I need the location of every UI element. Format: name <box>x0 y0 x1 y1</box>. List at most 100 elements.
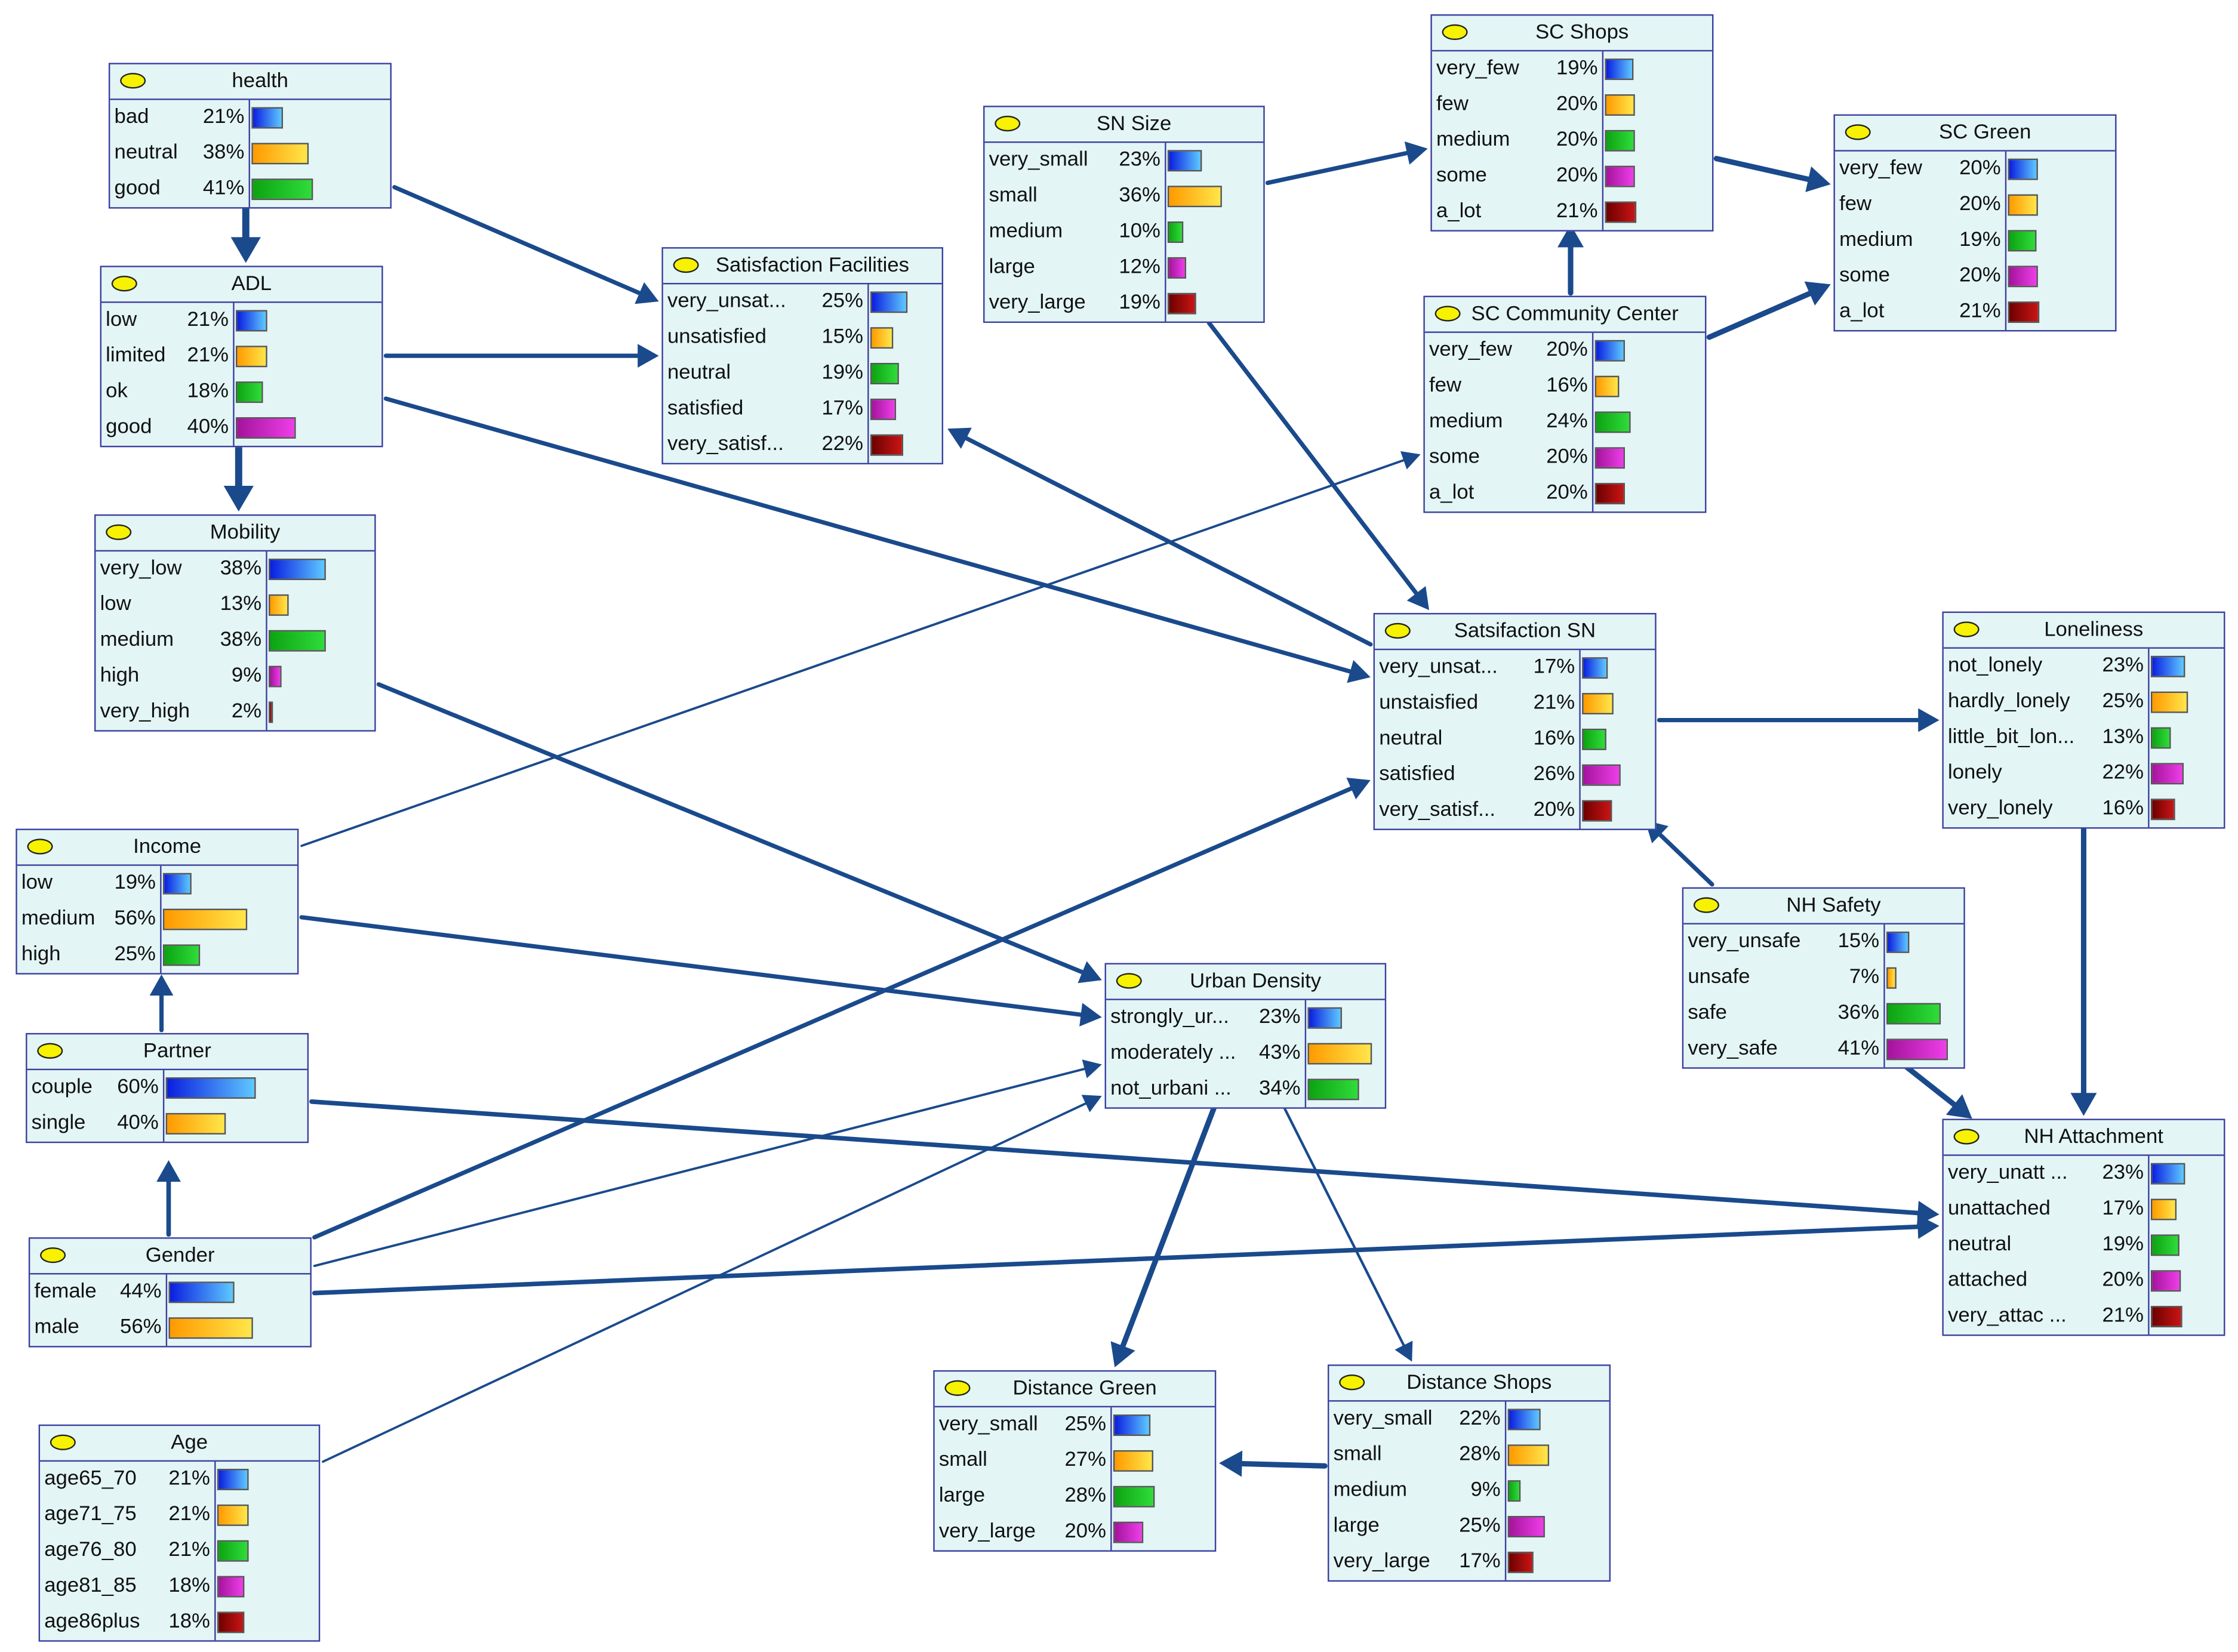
node-header[interactable]: Mobility <box>96 516 375 552</box>
state-row[interactable]: moderately ...43% <box>1106 1036 1385 1072</box>
node-header[interactable]: NH Safety <box>1683 889 1964 924</box>
state-row[interactable]: very_unatt ...23% <box>1944 1156 2224 1192</box>
state-row[interactable]: very_attac ...21% <box>1944 1299 2224 1334</box>
node-header[interactable]: SN Size <box>984 107 1264 143</box>
bulb-icon[interactable] <box>27 839 53 855</box>
bulb-icon[interactable] <box>37 1043 63 1059</box>
bulb-icon[interactable] <box>111 276 137 292</box>
node-header[interactable]: Satisfaction Facilities <box>663 249 942 285</box>
node-header[interactable]: Loneliness <box>1943 613 2224 649</box>
bulb-icon[interactable] <box>1384 622 1411 639</box>
node-header[interactable]: Partner <box>27 1034 307 1071</box>
node-header[interactable]: health <box>110 64 390 100</box>
state-row[interactable]: strongly_ur...23% <box>1106 1000 1385 1036</box>
state-row[interactable]: not_urbani ...34% <box>1106 1072 1385 1108</box>
node-header[interactable]: SC Shops <box>1432 16 1713 52</box>
bulb-icon[interactable] <box>995 115 1021 132</box>
state-row[interactable]: very_unsat...25% <box>663 284 942 320</box>
bulb-icon[interactable] <box>106 524 132 540</box>
bulb-icon[interactable] <box>120 73 146 89</box>
bulb-icon[interactable] <box>1693 897 1719 913</box>
node-header[interactable]: SC Green <box>1834 116 2116 152</box>
node-header[interactable]: NH Attachment <box>1943 1120 2224 1156</box>
bulb-icon[interactable] <box>40 1247 66 1263</box>
bulb-icon[interactable] <box>50 1434 76 1450</box>
node-header[interactable]: Gender <box>30 1239 310 1275</box>
node-header[interactable]: Urban Density <box>1106 964 1385 1000</box>
bulb-icon[interactable] <box>1116 973 1142 989</box>
state-row[interactable]: very_satisf...20% <box>1375 793 1655 829</box>
node-header[interactable]: Satsifaction SN <box>1375 614 1655 651</box>
bulb-icon[interactable] <box>673 257 699 273</box>
bulb-icon[interactable] <box>1442 24 1468 41</box>
state-row[interactable]: very_unsat...17% <box>1375 650 1655 686</box>
